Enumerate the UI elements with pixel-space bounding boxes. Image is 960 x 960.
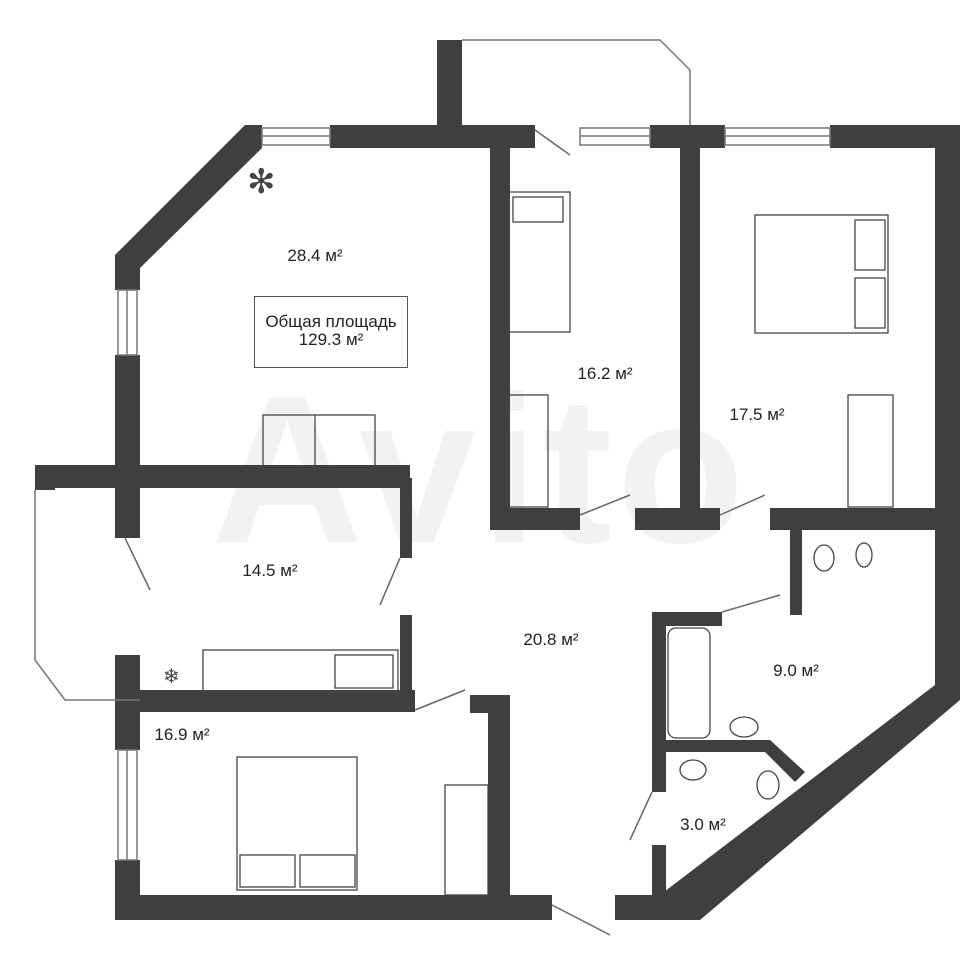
wall xyxy=(770,508,960,530)
double-bed xyxy=(236,756,358,891)
wall xyxy=(437,40,462,148)
wall xyxy=(490,148,510,530)
svg-text:✻: ✻ xyxy=(247,162,276,202)
sink xyxy=(334,654,394,689)
wall xyxy=(115,255,140,290)
room-area-bedroom-bottom: 16.9 м² xyxy=(154,725,210,744)
wall xyxy=(495,125,535,148)
total-area-box: Общая площадь 129.3 м² xyxy=(254,296,408,368)
room-area-bathroom: 9.0 м² xyxy=(773,661,819,680)
bathtub xyxy=(667,627,711,739)
total-area-value: 129.3 м² xyxy=(298,330,364,349)
wall xyxy=(652,612,666,747)
plant-icon: ✻ xyxy=(247,162,276,202)
wall xyxy=(635,508,720,530)
wall xyxy=(115,895,552,920)
furniture xyxy=(202,191,894,896)
room-area-toilet: 3.0 м² xyxy=(680,815,726,834)
wall xyxy=(400,615,412,710)
washbasin xyxy=(729,716,759,738)
room-area-living: 28.4 м² xyxy=(287,246,343,265)
wall xyxy=(652,752,666,792)
wall xyxy=(115,488,140,538)
wall xyxy=(680,148,700,530)
wall xyxy=(790,530,802,615)
kitchen-counter xyxy=(202,649,399,693)
fridge-snowflake-icon: ❄ xyxy=(163,664,180,688)
room-area-hallway: 20.8 м² xyxy=(523,630,579,649)
wall xyxy=(652,845,666,905)
wall xyxy=(652,740,805,782)
wall xyxy=(115,690,415,712)
svg-text:❄: ❄ xyxy=(163,664,180,688)
wardrobe xyxy=(444,784,489,896)
toilet xyxy=(756,770,780,800)
sofa xyxy=(262,414,376,471)
room-area-bedroom-master: 17.5 м² xyxy=(729,405,785,424)
wall xyxy=(650,125,725,148)
toilet xyxy=(813,544,835,572)
room-area-bedroom-small: 16.2 м² xyxy=(577,364,633,383)
room-area-kitchen: 14.5 м² xyxy=(242,561,298,580)
walls xyxy=(35,40,960,920)
wall xyxy=(330,125,495,148)
wardrobe xyxy=(507,394,549,508)
wall xyxy=(488,695,510,895)
wall xyxy=(35,465,410,488)
double-bed xyxy=(754,214,889,334)
washbasin xyxy=(679,759,707,781)
wall xyxy=(115,125,262,268)
windows xyxy=(34,39,831,861)
bidet xyxy=(855,542,873,568)
single-bed xyxy=(507,191,571,333)
doors xyxy=(124,129,781,936)
wall xyxy=(830,125,960,148)
wall xyxy=(35,465,55,490)
wall xyxy=(490,508,580,530)
wall xyxy=(400,478,412,558)
total-area-label: Общая площадь xyxy=(265,312,397,331)
wardrobe xyxy=(847,394,894,508)
wall xyxy=(652,612,722,626)
